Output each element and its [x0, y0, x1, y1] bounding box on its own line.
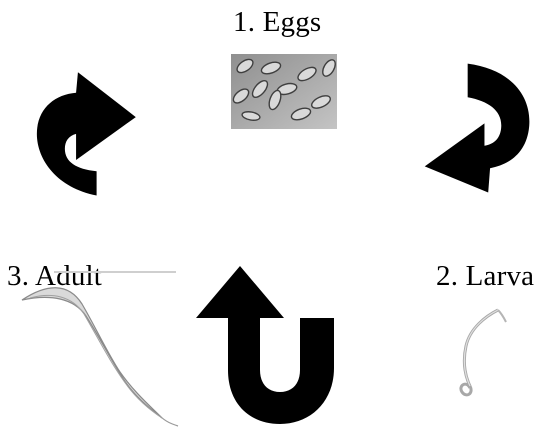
- stage-label-adult: 3. Adult: [7, 260, 103, 292]
- curved-arrow-icon: [196, 266, 334, 424]
- adult-worm-image: [16, 268, 196, 428]
- curved-arrow-icon: [424, 63, 530, 193]
- curved-arrow-icon: [36, 72, 136, 196]
- eggs-image: [231, 54, 337, 129]
- larva-image: [440, 306, 540, 406]
- stage-label-eggs: 1. Eggs: [233, 6, 322, 38]
- stage-label-larva: 2. Larva: [436, 260, 535, 292]
